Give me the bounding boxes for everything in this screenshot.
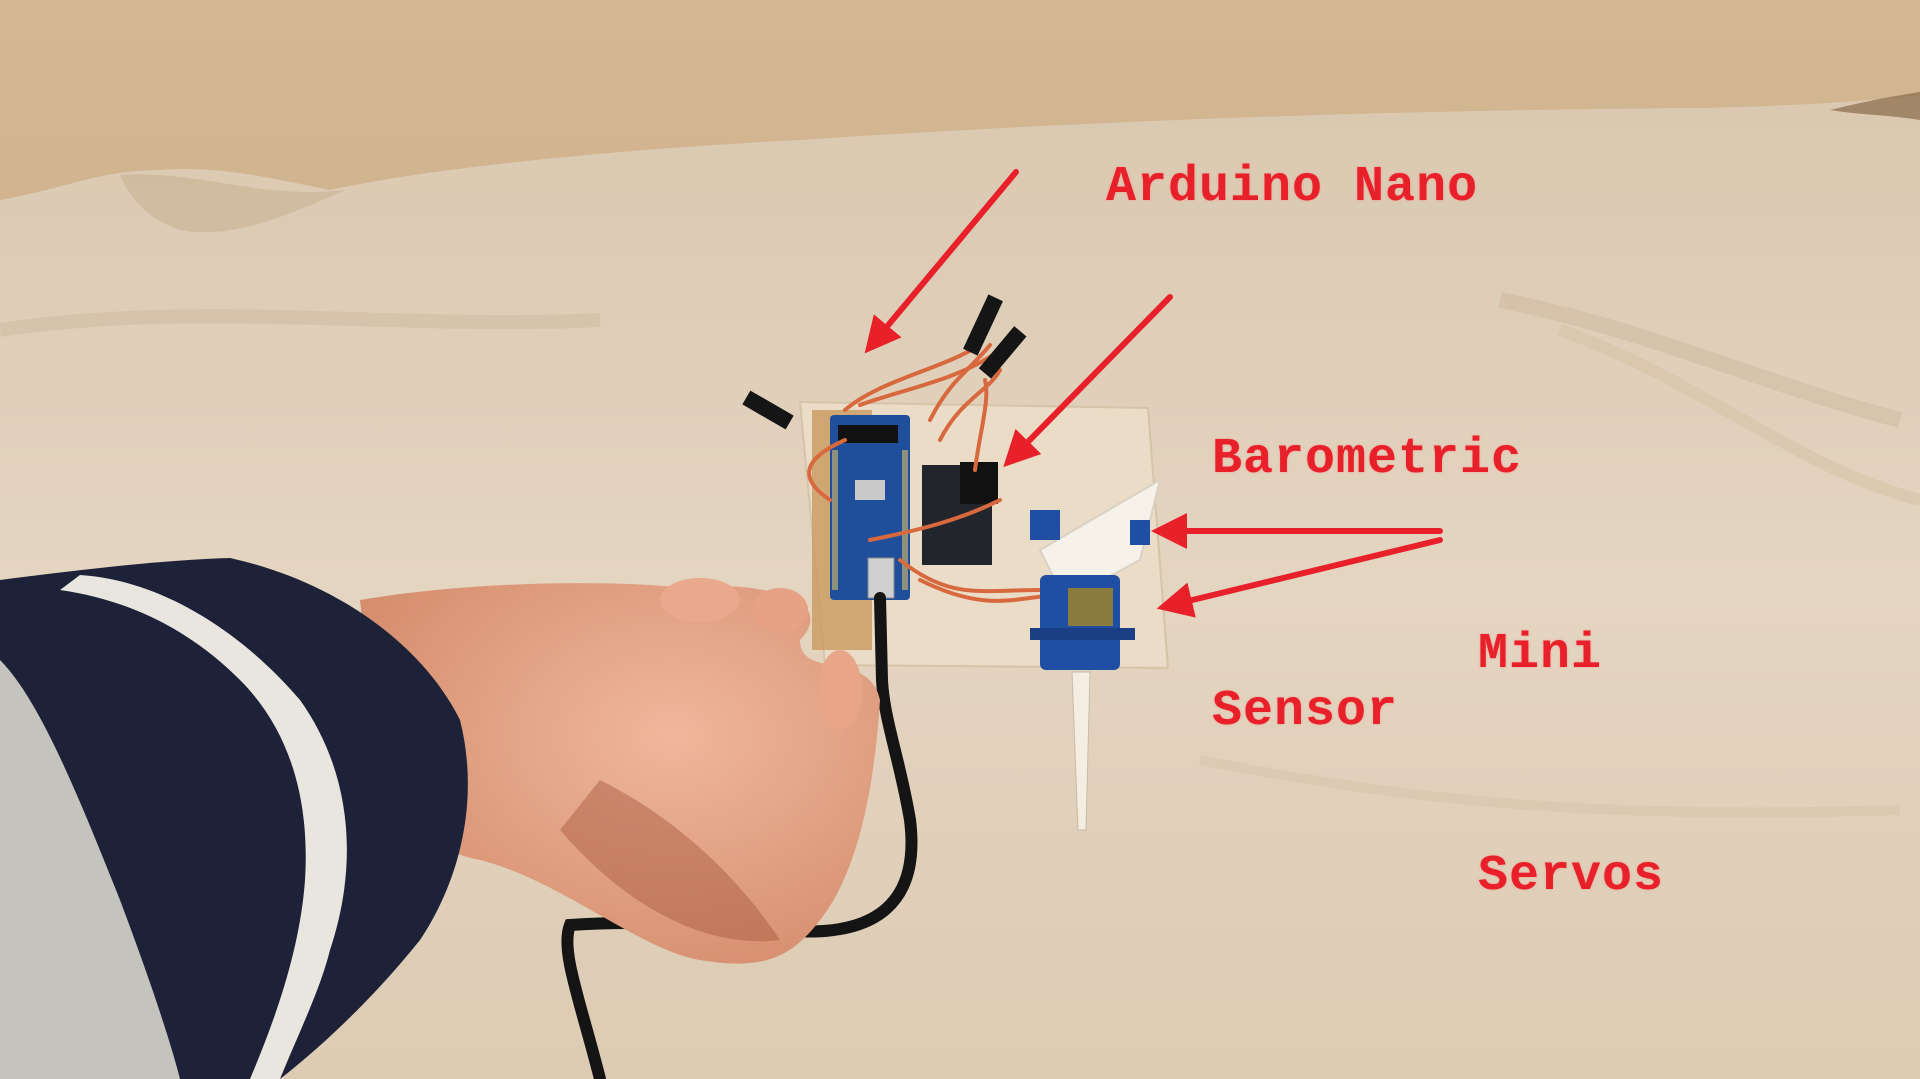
sensor-connector: [960, 462, 998, 504]
mini-servo-right: [1130, 520, 1150, 545]
dupont-connectors: [742, 294, 1027, 430]
servo-horn: [1071, 671, 1091, 831]
towel-fold: [1498, 292, 1903, 428]
label-mini-servos: Mini Servos: [1478, 470, 1664, 988]
sleeve-body: [0, 660, 180, 1079]
arrow-arduino-nano: [864, 169, 1019, 354]
towel-fold: [1199, 755, 1901, 818]
arrow-mini-servo-bottom: [1156, 537, 1443, 618]
mini-servo-top: [1030, 510, 1060, 540]
hand-shadow: [560, 780, 780, 942]
arduino-nano-chip: [855, 480, 885, 500]
towel-fold: [1557, 324, 1920, 506]
label-mini-servos-line-1: Mini: [1478, 626, 1603, 683]
sleeve-stripe: [60, 575, 347, 1079]
arduino-nano-pins-right: [902, 450, 908, 590]
servo-label: [1068, 588, 1113, 626]
thumb: [818, 650, 862, 730]
towel-fold: [0, 309, 601, 337]
usb-plug: [867, 557, 895, 599]
arduino-nano-board: [830, 415, 910, 600]
label-arduino-nano: Arduino Nano: [1044, 113, 1478, 213]
label-barometric-sensor-line-1: Barometric: [1212, 431, 1523, 488]
label-arduino-nano-line-1: Arduino Nano: [1106, 159, 1479, 216]
finger: [660, 578, 740, 622]
arduino-nano-header: [838, 425, 898, 443]
finger: [752, 588, 808, 632]
arrow-barometric-sensor: [1003, 294, 1173, 468]
label-barometric-sensor-line-2: Sensor: [1212, 683, 1399, 740]
towel-fold: [1830, 92, 1920, 120]
annotation-arrows: [864, 169, 1443, 618]
arduino-nano-pins-left: [832, 450, 838, 590]
jumper-wires: [807, 343, 1047, 603]
towel-fold: [120, 174, 345, 233]
label-mini-servos-line-2: Servos: [1478, 848, 1665, 905]
hand: [360, 583, 880, 964]
servo-mount-tab: [1030, 628, 1135, 640]
label-barometric-sensor: Barometric Sensor: [1212, 250, 1522, 838]
